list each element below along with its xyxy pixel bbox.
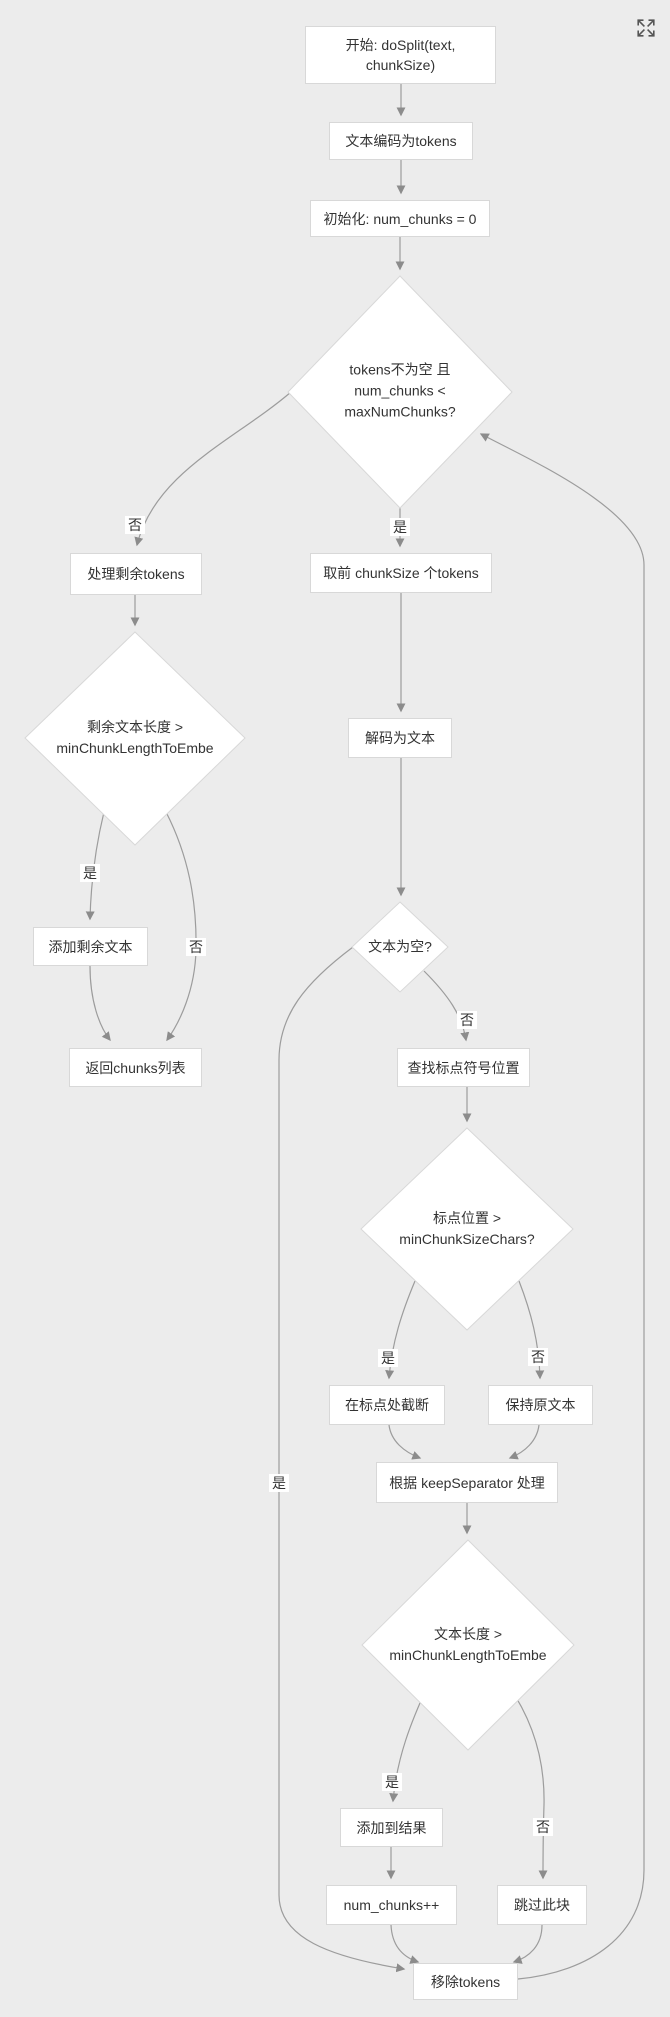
node-cond-empty-label: 文本为空?: [368, 938, 432, 955]
edge-label-cond-main-no: 否: [125, 516, 145, 534]
edge-trunc-keepsep: [388, 1424, 422, 1460]
node-add-result: 添加到结果: [340, 1808, 443, 1847]
node-add-remaining-label: 添加剩余文本: [48, 938, 133, 955]
edge-addrem-return: [89, 965, 111, 1042]
node-process-remaining-label: 处理剩余tokens: [87, 566, 185, 582]
edge-label-cond-remaining-no: 否: [186, 938, 206, 956]
node-cond-punct-shape: [360, 1127, 574, 1331]
node-start-label: 开始: doSplit(text, chunkSize): [345, 37, 456, 73]
node-keep-original-label: 保持原文本: [505, 1397, 576, 1413]
node-start: 开始: doSplit(text, chunkSize): [305, 26, 496, 84]
node-truncate-at-punct-label: 在标点处截断: [345, 1397, 429, 1413]
edge-label-cond-empty-no: 否: [457, 1011, 477, 1029]
edge-condrem-no: [165, 811, 197, 1042]
node-cond-length-shape: [361, 1539, 575, 1751]
node-add-remaining: 添加剩余文本: [33, 927, 148, 966]
node-encode-tokens: 文本编码为tokens: [329, 122, 473, 160]
edge-label-cond-length-no: 否: [533, 1818, 553, 1836]
edge-label-cond-empty-yes: 是: [269, 1474, 289, 1492]
node-find-punct: 查找标点符号位置: [397, 1048, 530, 1087]
edge-label-cond-main-yes: 是: [390, 518, 410, 536]
expand-button[interactable]: [634, 16, 658, 40]
node-init-num-chunks-label: 初始化: num_chunks = 0: [323, 210, 477, 227]
node-cond-length-label: 文本长度 > minChunkLengthToEmbe: [389, 1626, 547, 1663]
edge-condempty-yes-long: [278, 946, 406, 1973]
node-cond-main-label: tokens不为空 且 num_chunks < maxNumChunks?: [344, 361, 456, 420]
node-skip-chunk-label: 跳过此块: [514, 1897, 570, 1913]
edge-keeporig-keepsep: [508, 1424, 540, 1460]
edge-label-cond-length-yes: 是: [382, 1773, 402, 1791]
node-keep-separator-label: 根据 keepSeparator 处理: [389, 1474, 545, 1491]
node-keep-separator: 根据 keepSeparator 处理: [376, 1462, 558, 1503]
node-find-punct-label: 查找标点符号位置: [407, 1059, 520, 1076]
node-cond-empty-shape: [351, 901, 449, 993]
edge-condpunct-no: [518, 1280, 545, 1380]
edge-skip-remove: [512, 1924, 543, 1964]
node-remove-tokens-label: 移除tokens: [430, 1973, 501, 1990]
node-cond-remaining-label: 剩余文本长度 > minChunkLengthToEmbe: [56, 719, 214, 756]
node-init-num-chunks: 初始化: num_chunks = 0: [310, 200, 490, 237]
node-truncate-at-punct: 在标点处截断: [329, 1385, 445, 1425]
edge-condempty-no: [423, 970, 470, 1042]
node-return-chunks: 返回chunks列表: [69, 1048, 202, 1087]
node-remove-tokens: 移除tokens: [413, 1963, 518, 2000]
edge-inc-remove: [390, 1924, 420, 1964]
node-skip-chunk: 跳过此块: [497, 1885, 587, 1925]
node-return-chunks-label: 返回chunks列表: [85, 1059, 186, 1076]
node-cond-remaining-shape: [24, 631, 246, 846]
edge-remove-loopback: [479, 433, 645, 1980]
node-take-chunk: 取前 chunkSize 个tokens: [310, 553, 492, 593]
node-cond-punct-label: 标点位置 > minChunkSizeChars?: [399, 1210, 535, 1247]
node-decode-text-label: 解码为文本: [365, 730, 435, 746]
node-take-chunk-label: 取前 chunkSize 个tokens: [323, 565, 479, 581]
edge-condlen-no: [507, 1684, 548, 1880]
node-encode-tokens-label: 文本编码为tokens: [345, 133, 457, 149]
edge-label-cond-punct-yes: 是: [378, 1349, 398, 1367]
edge-label-cond-remaining-yes: 是: [80, 864, 100, 882]
node-process-remaining: 处理剩余tokens: [70, 553, 202, 595]
node-inc-num-chunks-label: num_chunks++: [343, 1897, 440, 1913]
edge-cond-main-no: [134, 391, 292, 547]
node-decode-text: 解码为文本: [348, 718, 452, 758]
edge-condrem-yes: [85, 811, 105, 921]
node-keep-original: 保持原文本: [488, 1385, 593, 1425]
node-cond-main-shape: [287, 275, 513, 509]
node-add-result-label: 添加到结果: [356, 1819, 427, 1836]
edge-label-cond-punct-no: 否: [528, 1348, 548, 1366]
node-inc-num-chunks: num_chunks++: [326, 1885, 457, 1925]
expand-arrows-icon: [637, 19, 655, 37]
